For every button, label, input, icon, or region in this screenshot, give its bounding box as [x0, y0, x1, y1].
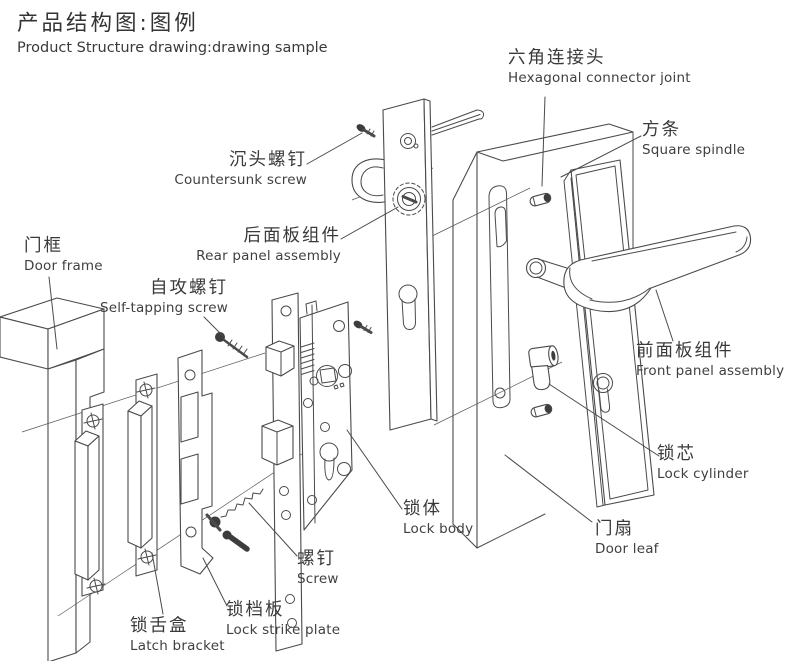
label-hex-connector: 六角连接头 Hexagonal connector joint	[508, 48, 691, 86]
rear-panel-assembly-drawing	[351, 98, 438, 431]
hex-connector-drawing	[529, 192, 553, 418]
label-door-leaf: 门扇 Door leaf	[595, 519, 659, 557]
lock-body-drawing	[261, 292, 353, 652]
square-spindle-drawing	[431, 109, 485, 136]
latch-bracket-drawing	[74, 373, 158, 597]
title-zh: 产品结构图:图例	[17, 11, 199, 36]
label-lock-cylinder: 锁芯 Lock cylinder	[657, 444, 749, 482]
label-square-spindle: 方条 Square spindle	[642, 120, 746, 158]
label-latch-bracket: 锁舌盒 Latch bracket	[130, 616, 225, 654]
label-front-panel: 前面板组件 Front panel assembly	[636, 341, 785, 379]
leader-lines	[48, 96, 674, 615]
strike-plate-drawing	[177, 349, 214, 575]
screws-drawing	[205, 124, 376, 552]
label-self-tapping-screw: 自攻螺钉 Self-tapping screw	[99, 278, 228, 316]
title-en: Product Structure drawing:drawing sample	[17, 40, 328, 56]
page-title: 产品结构图:图例 Product Structure drawing:drawi…	[17, 6, 328, 56]
front-panel-assembly-drawing	[525, 159, 752, 508]
door-leaf-drawing	[452, 123, 634, 549]
label-screw: 螺钉 Screw	[297, 549, 339, 587]
lock-cylinder-drawing	[528, 345, 559, 391]
label-strike-plate: 锁档板 Lock strike plate	[226, 600, 341, 638]
label-door-frame: 门框 Door frame	[24, 236, 103, 274]
label-lock-body: 锁体 Lock body	[403, 499, 474, 537]
label-rear-panel: 后面板组件 Rear panel assembly	[196, 226, 341, 264]
label-countersunk-screw: 沉头螺钉 Countersunk screw	[174, 150, 307, 188]
